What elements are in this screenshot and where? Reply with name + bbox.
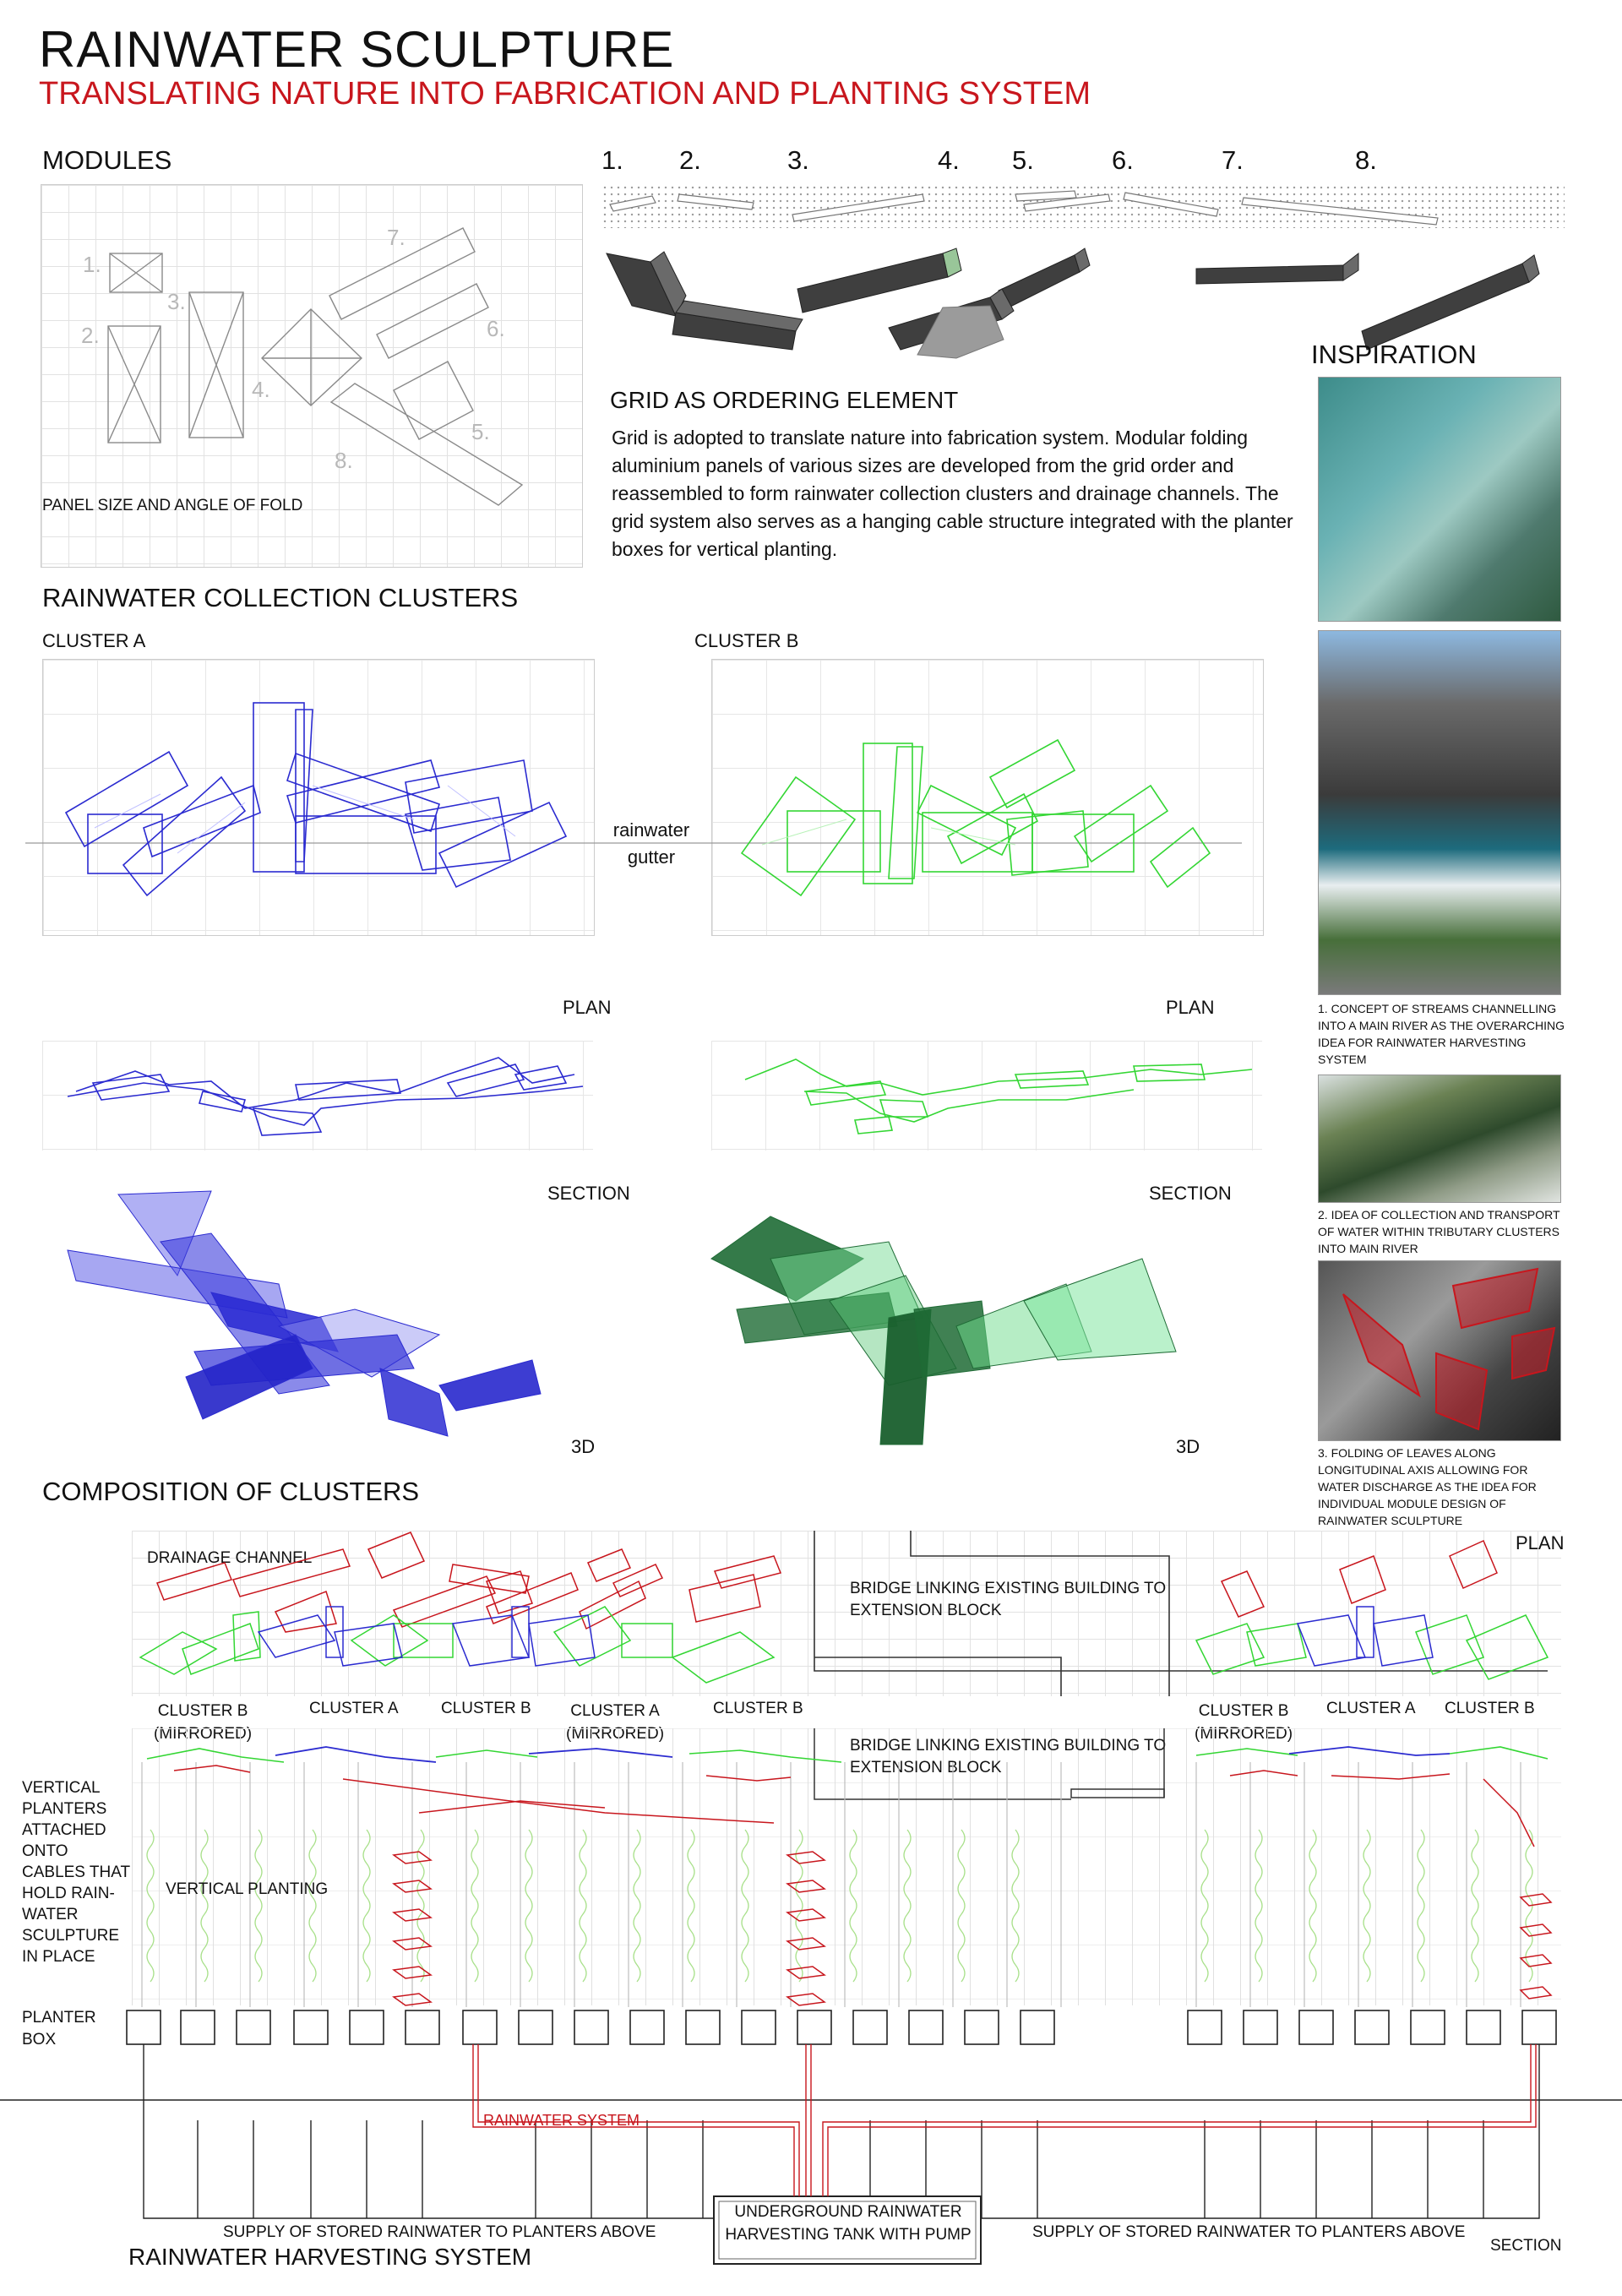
module-3d-panels <box>606 248 1540 359</box>
composition-plan-label: PLAN <box>1516 1532 1565 1553</box>
leaf-highlight-icon <box>1342 1267 1556 1431</box>
inspiration-caption-2: 2. IDEA OF COLLECTION AND TRANSPORT OF W… <box>1318 1208 1560 1255</box>
module-outlines: 1. 2. 3. 4. 5. 6. 7. 8. <box>81 225 524 506</box>
module-number-3: 3. <box>787 145 809 175</box>
cluster-b-plan-drawing <box>740 738 1211 897</box>
composition-section-label: SECTION <box>1490 2237 1562 2255</box>
module-number-1: 1. <box>601 145 623 175</box>
inspiration-caption-1: 1. CONCEPT OF STREAMS CHANNELLING INTO A… <box>1318 1002 1565 1066</box>
svg-text:4.: 4. <box>252 377 270 402</box>
composition-cluster-label-2: CLUSTER A <box>309 1700 399 1717</box>
drainage-channel-label: DRAINAGE CHANNEL <box>147 1549 313 1567</box>
panel-size-label: PANEL SIZE AND ANGLE OF FOLD <box>42 497 303 514</box>
modules-grid <box>41 184 583 568</box>
cluster-b-plan-label: PLAN <box>1166 997 1215 1018</box>
svg-text:6.: 6. <box>487 316 505 341</box>
module-number-6: 6. <box>1112 145 1134 175</box>
composition-cluster-label-7: CLUSTER A <box>1326 1700 1416 1717</box>
bridge-label-plan-1: BRIDGE LINKING EXISTING BUILDING TO <box>850 1580 1167 1597</box>
cluster-a-section-drawing <box>67 1057 584 1136</box>
composition-heading: COMPOSITION OF CLUSTERS <box>42 1477 420 1506</box>
cluster-a-section-label: SECTION <box>547 1183 630 1204</box>
cluster-b-plan-grid <box>711 659 1264 936</box>
cluster-centerline <box>25 842 1242 844</box>
inspiration-waterfall-photo <box>1318 630 1561 995</box>
cluster-b-section-grid <box>711 1041 1262 1151</box>
rainwater-gutter-label-1: rainwater <box>612 819 690 841</box>
vertical-planting-label: VERTICAL PLANTING <box>166 1880 329 1898</box>
cluster-a-plan-label: PLAN <box>563 997 612 1018</box>
svg-text:3.: 3. <box>167 289 186 314</box>
harvesting-system-drawing <box>0 2010 1622 2265</box>
rainwater-system-label: RAINWATER SYSTEM <box>483 2112 640 2129</box>
bridge-label-section-1: BRIDGE LINKING EXISTING BUILDING TO <box>850 1737 1167 1755</box>
modules-heading: MODULES <box>42 145 172 175</box>
svg-text:2.: 2. <box>81 323 100 348</box>
cluster-a-plan-grid <box>42 659 595 936</box>
inspiration-river-delta-photo <box>1318 377 1561 622</box>
module-number-4: 4. <box>938 145 960 175</box>
page-subtitle: TRANSLATING NATURE INTO FABRICATION AND … <box>39 76 1091 112</box>
composition-cluster-label-3: CLUSTER B <box>441 1700 531 1717</box>
module-number-2: 2. <box>679 145 701 175</box>
cluster-b-section-label: SECTION <box>1149 1183 1232 1204</box>
svg-text:7.: 7. <box>387 225 406 250</box>
composition-cluster-label-5: CLUSTER B <box>713 1700 803 1717</box>
composition-section-drawing <box>141 1728 1553 2007</box>
grid-ordering-body: Grid is adopted to translate nature into… <box>612 427 1293 560</box>
composition-cluster-label-8: CLUSTER B <box>1445 1700 1535 1717</box>
module-number-8: 8. <box>1355 145 1377 175</box>
composition-plan-grid <box>132 1531 1561 1696</box>
cluster-a-label: CLUSTER A <box>42 630 146 651</box>
grid-ordering-heading: GRID AS ORDERING ELEMENT <box>610 387 959 413</box>
cluster-b-3d-label: 3D <box>1176 1436 1200 1457</box>
composition-section-grid <box>132 1728 1561 2005</box>
supply-left-label: SUPPLY OF STORED RAINWATER TO PLANTERS A… <box>223 2223 656 2241</box>
bridge-label-plan-2: EXTENSION BLOCK <box>850 1602 1002 1619</box>
bridge-label-section-2: EXTENSION BLOCK <box>850 1759 1002 1776</box>
cluster-b-3d-drawing <box>710 1216 1177 1445</box>
cluster-a-3d-label: 3D <box>571 1436 596 1457</box>
clusters-heading: RAINWATER COLLECTION CLUSTERS <box>42 583 519 612</box>
cluster-a-plan-drawing <box>64 702 568 897</box>
module-number-5: 5. <box>1012 145 1034 175</box>
cluster-b-label: CLUSTER B <box>694 630 799 651</box>
svg-text:1.: 1. <box>83 252 101 277</box>
inspiration-aerial-photo <box>1318 1075 1561 1203</box>
cluster-b-section-drawing <box>744 1058 1253 1134</box>
rainwater-harvesting-heading: RAINWATER HARVESTING SYSTEM <box>128 2244 532 2270</box>
svg-text:5.: 5. <box>471 419 490 444</box>
svg-text:8.: 8. <box>335 448 353 473</box>
inspiration-caption-3: 3. FOLDING OF LEAVES ALONG LONGITUDINAL … <box>1318 1446 1537 1527</box>
module-flat-panels <box>609 190 1439 226</box>
rainwater-gutter-label-2: gutter <box>627 846 676 868</box>
page-title: RAINWATER SCULPTURE <box>39 21 675 78</box>
composition-plan-drawing <box>139 1531 1549 1696</box>
cluster-a-3d-drawing <box>67 1190 542 1437</box>
inspiration-heading: INSPIRATION <box>1311 340 1477 369</box>
supply-right-label: SUPPLY OF STORED RAINWATER TO PLANTERS A… <box>1032 2223 1466 2241</box>
module-number-7: 7. <box>1222 145 1244 175</box>
